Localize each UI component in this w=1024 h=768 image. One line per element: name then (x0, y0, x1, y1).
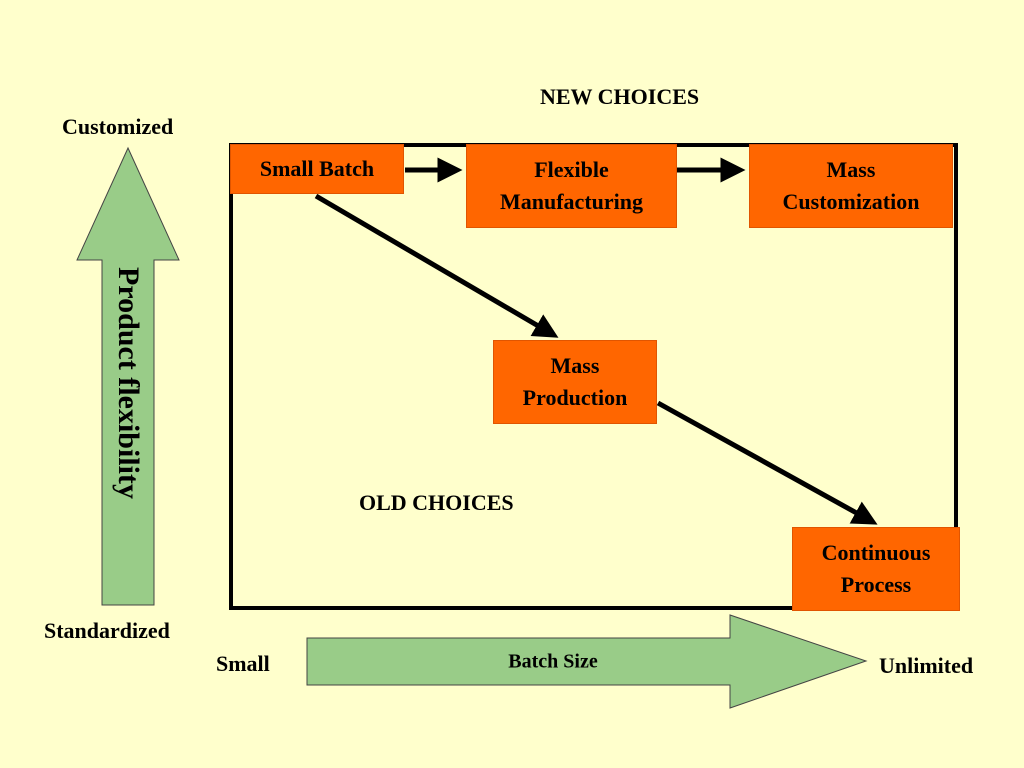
node-continuous-process: Continuous Process (792, 527, 960, 611)
node-mass-customization-line1: Mass (826, 157, 876, 182)
standardized-label: Standardized (44, 618, 170, 643)
product-flexibility-arrow (76, 146, 180, 606)
product-flexibility-label: Product flexibility (112, 267, 145, 499)
unlimited-label: Unlimited (879, 653, 974, 678)
customized-label: Customized (62, 114, 174, 139)
node-continuous-line1: Continuous (821, 540, 931, 565)
node-mass-customization-line2: Customization (782, 189, 920, 214)
batch-size-label: Batch Size (508, 650, 598, 673)
node-flexible-manufacturing: Flexible Manufacturing (466, 144, 677, 228)
node-mass-production: Mass Production (493, 340, 657, 424)
small-label: Small (216, 651, 270, 676)
arrow-mass-production-to-continuous (656, 400, 878, 525)
node-flexible-line2: Manufacturing (500, 189, 643, 214)
node-mass-production-line2: Production (522, 385, 628, 410)
node-mass-customization: Mass Customization (749, 144, 953, 228)
old-choices-label: OLD CHOICES (359, 490, 514, 515)
node-mass-production-line1: Mass (550, 353, 600, 378)
node-continuous-line2: Process (840, 572, 912, 597)
new-choices-label: NEW CHOICES (540, 84, 700, 109)
node-small-batch: Small Batch (230, 144, 404, 194)
node-flexible-line1: Flexible (534, 157, 609, 182)
batch-size-arrow (306, 614, 868, 709)
arrow-small-batch-to-mass-production (314, 193, 559, 338)
node-small-batch-text: Small Batch (259, 156, 375, 181)
